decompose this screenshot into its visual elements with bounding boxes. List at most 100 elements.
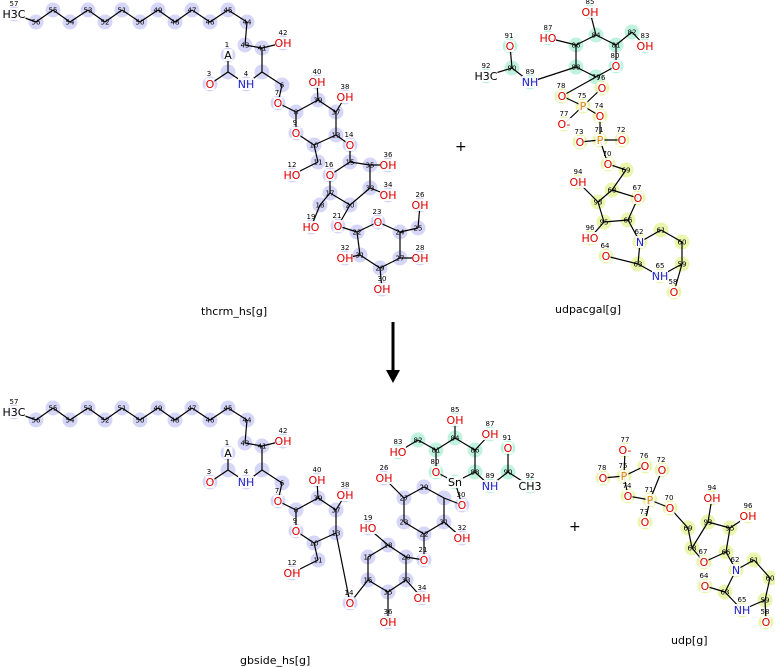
- atom-number: 57: [10, 0, 19, 8]
- atom-number: 82: [628, 29, 637, 37]
- atom-number: 91: [505, 32, 514, 40]
- atom-number: 39: [314, 495, 323, 503]
- atom-number: 30: [378, 275, 387, 283]
- atom-number: 80: [431, 458, 440, 466]
- atom-number: 22: [353, 229, 362, 237]
- atom-element-label: A: [224, 49, 232, 62]
- bond: [52, 9, 71, 23]
- atom-number: 26: [380, 464, 389, 472]
- atom-number: 12: [288, 161, 297, 169]
- atom-number: 40: [313, 68, 322, 76]
- atom-label-bg: [238, 78, 254, 90]
- atom-element-label: O: [206, 476, 215, 489]
- atom-number: 51: [118, 405, 127, 413]
- atom-label-bg: [582, 232, 598, 244]
- atom-element-label: P: [647, 494, 654, 507]
- bond: [121, 407, 141, 421]
- bond: [104, 9, 123, 23]
- atom-element-label: O: [506, 40, 515, 53]
- atom-number: 10: [310, 540, 319, 548]
- atom-number: 46: [206, 19, 215, 27]
- atom-number: 79: [592, 74, 601, 82]
- atom-number: 67: [699, 548, 708, 556]
- atom-number: 28: [416, 244, 425, 252]
- atom-number: 12: [288, 559, 297, 567]
- atom-element-label: OH: [380, 189, 397, 202]
- bond: [335, 532, 351, 604]
- atom-label-bg: [325, 169, 335, 181]
- atom-number: 92: [482, 62, 491, 70]
- atom-label-bg: [431, 466, 441, 478]
- atom-number: 65: [656, 262, 665, 270]
- atom-label-bg: [291, 525, 301, 537]
- bond: [35, 407, 54, 421]
- bond: [403, 521, 425, 535]
- bond: [387, 544, 407, 558]
- reaction-arrow-head-icon: [386, 370, 400, 383]
- atom-label-bg: [575, 136, 585, 148]
- atom-label-bg: [645, 494, 655, 506]
- atom-label-bg: [617, 444, 633, 456]
- atom-label-bg: [380, 616, 396, 628]
- atom-label-bg: [482, 480, 498, 492]
- atom-label-bg: [740, 510, 756, 522]
- atom-element-label: O: [634, 192, 643, 205]
- atom-label-bg: [337, 489, 353, 501]
- atom-number: 32: [341, 244, 350, 252]
- atom-element-label: OH: [380, 616, 397, 629]
- atom-element-label: O: [666, 502, 675, 515]
- atom-element-label: OH: [412, 252, 429, 265]
- bond: [295, 497, 319, 511]
- atom-number: 9: [293, 517, 297, 525]
- atom-number: 18: [384, 542, 393, 550]
- atom-label-bg: [540, 32, 556, 44]
- atom-number: 50: [136, 417, 145, 425]
- atom-label-bg: [633, 192, 643, 204]
- atom-number: 3: [207, 468, 211, 476]
- atom-label-bg: [734, 604, 750, 616]
- bond: [595, 34, 617, 46]
- atom-number: 75: [619, 462, 628, 470]
- atom-number: 8: [294, 109, 298, 117]
- atom-label-bg: [454, 532, 470, 544]
- atom-element-label: OH: [337, 252, 354, 265]
- bond: [597, 201, 605, 223]
- atom-number: 75: [578, 92, 587, 100]
- molecule-label-udp: udp[g]: [671, 634, 708, 647]
- atom-label-bg: [447, 476, 463, 488]
- atom-number: 95: [600, 219, 609, 227]
- atom-element-label: OH: [454, 532, 471, 545]
- atom-label-bg: [275, 435, 291, 447]
- bond: [139, 407, 159, 421]
- atom-number: 85: [451, 406, 460, 414]
- atom-label-bg: [457, 499, 467, 511]
- atom-label-bg: [640, 516, 650, 528]
- atom-element-label: OH: [376, 472, 393, 485]
- atom-element-label: O: [612, 60, 621, 73]
- atom-number: 24: [396, 229, 405, 237]
- bond: [227, 407, 248, 421]
- atom-label-bg: [619, 470, 629, 482]
- bond: [707, 521, 731, 529]
- atom-element-label: OH: [380, 159, 397, 172]
- atom-number: 70: [665, 494, 674, 502]
- atom-number: 74: [623, 482, 632, 490]
- bond: [367, 544, 389, 558]
- atom-element-label: O: [206, 78, 215, 91]
- atom-element-label: O: [346, 139, 355, 152]
- bond: [227, 9, 248, 23]
- bond: [611, 169, 627, 191]
- atom-number: 68: [608, 187, 617, 195]
- atom-number: 76: [640, 452, 649, 460]
- atom-element-label: NH: [238, 78, 255, 91]
- atom-element-label: OH: [570, 176, 587, 189]
- bond: [359, 254, 381, 269]
- bond: [244, 442, 263, 447]
- atom-label-bg: [595, 110, 605, 122]
- bond: [329, 192, 351, 206]
- atom-number: 37: [332, 507, 341, 515]
- atom-number: 81: [432, 447, 441, 455]
